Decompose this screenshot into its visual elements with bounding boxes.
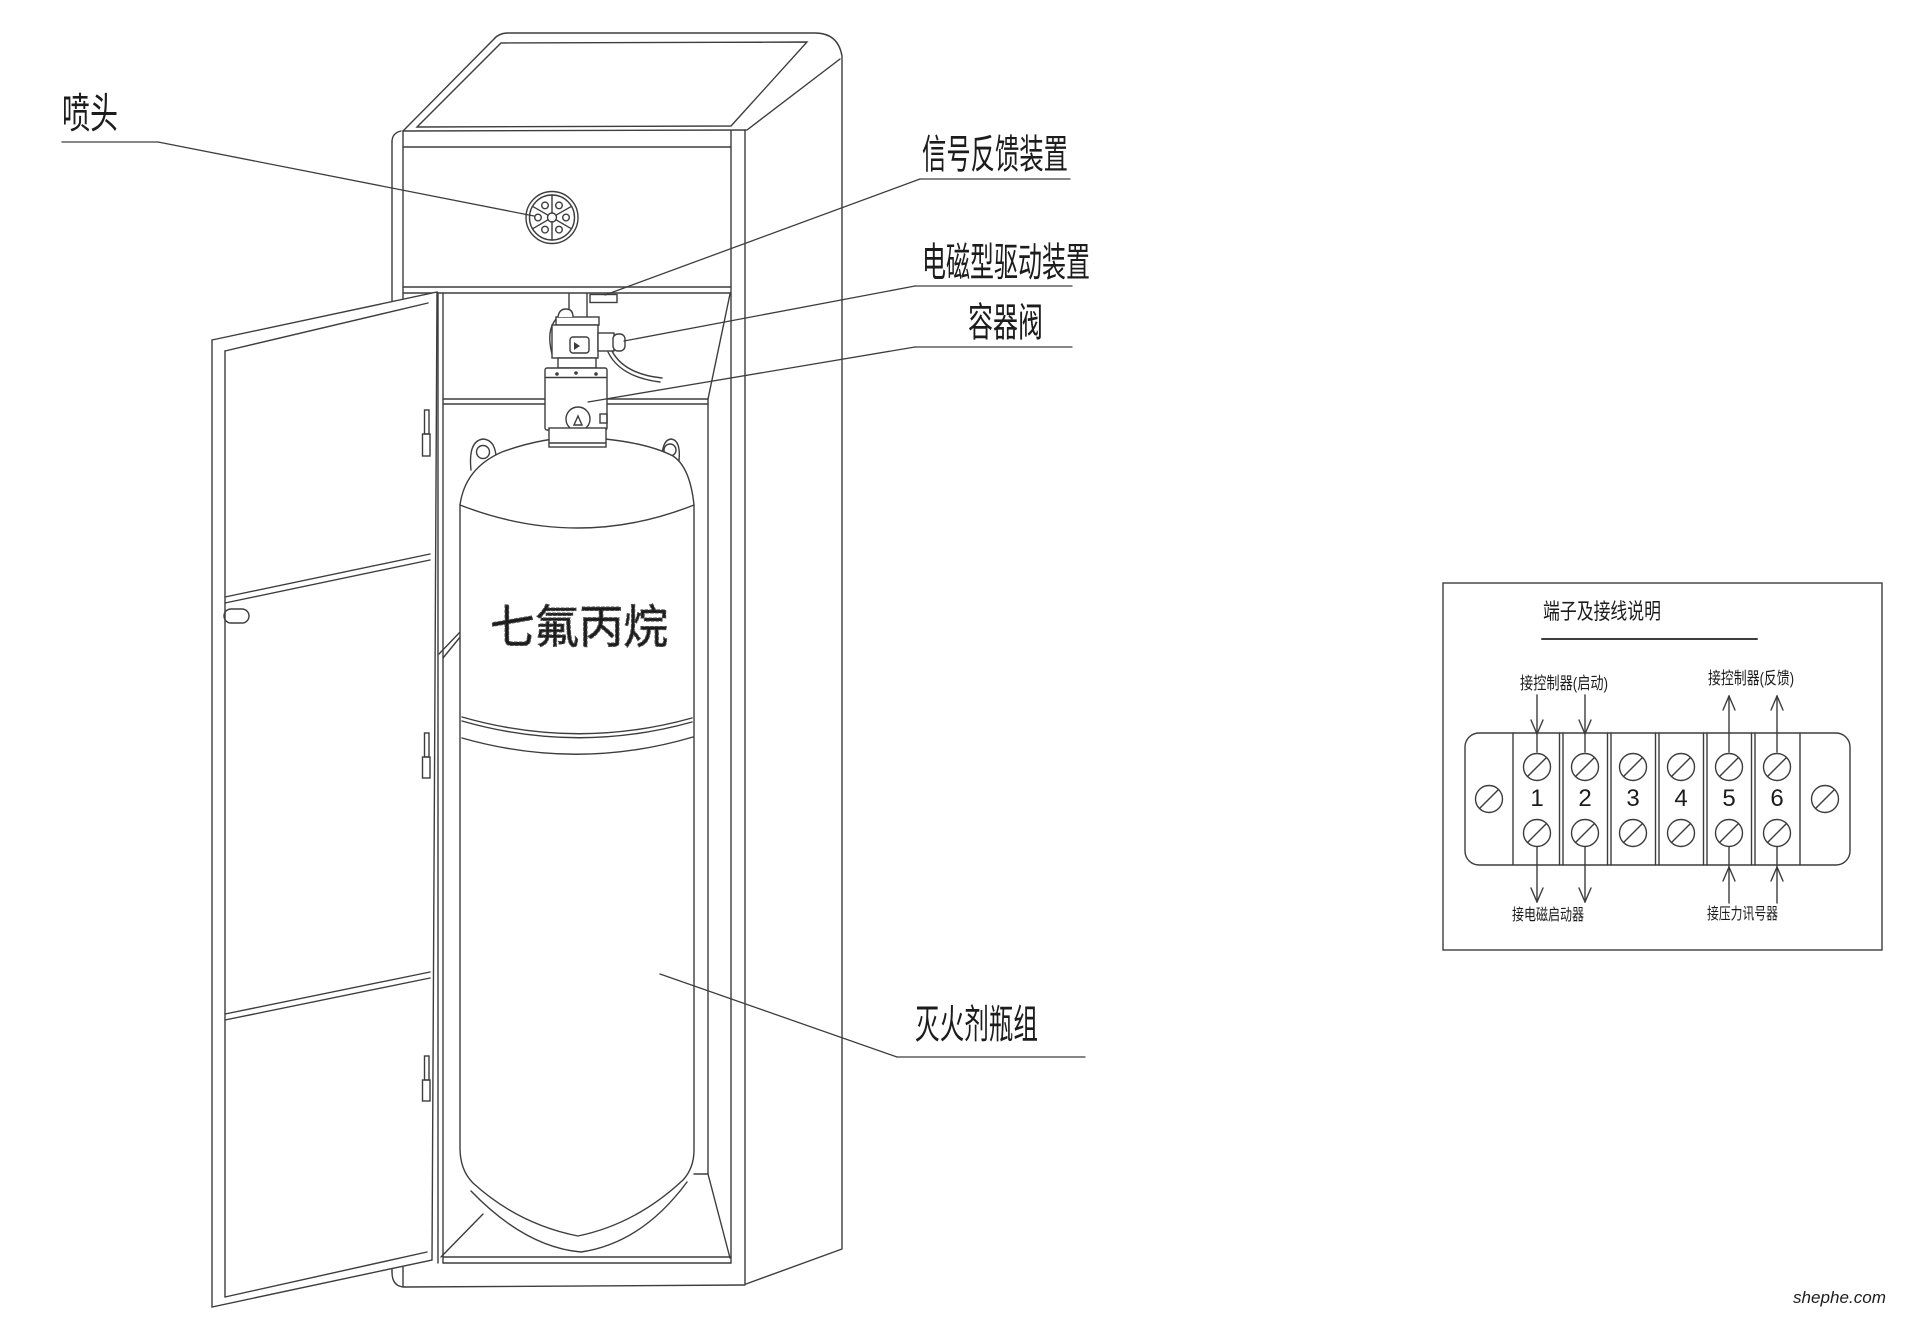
- leader-container-valve: [587, 346, 916, 403]
- terminal-numbers: 1 2 3 4 5 6: [1530, 785, 1783, 812]
- valve-assembly: [544, 293, 663, 448]
- label-controller-start: 接控制器(启动): [1520, 674, 1608, 693]
- door-panel-divider: [224, 553, 431, 598]
- terminal-screw: [1810, 784, 1840, 814]
- terminal-number: 2: [1578, 785, 1591, 812]
- cylinder-strap: [438, 630, 462, 655]
- door-hinge: [421, 1055, 431, 1102]
- door-hinge: [421, 732, 431, 779]
- nozzle-icon: [525, 190, 579, 245]
- label-solenoid-actuator: 接电磁启动器: [1512, 906, 1584, 924]
- terminal-number: 5: [1722, 785, 1735, 812]
- site-watermark: shephe.com: [1793, 1288, 1886, 1307]
- door-panel-divider: [224, 971, 431, 1015]
- signal-feedback-device: [589, 293, 618, 304]
- leader-agent-cylinder-group: [659, 973, 898, 1058]
- solenoid-cap: [555, 316, 600, 326]
- leader-nozzle: [157, 141, 535, 217]
- terminal-panel-frame: [1442, 582, 1883, 951]
- terminal-separators: [1558, 732, 1756, 866]
- terminal-number: 1: [1530, 785, 1543, 812]
- terminal-number: 3: [1626, 785, 1639, 812]
- solenoid-cable: [611, 350, 663, 379]
- label-solenoid-drive: 电磁型驱动装置: [922, 241, 1090, 285]
- cabinet-top-outline: [402, 32, 843, 1249]
- cabinet-door: [211, 291, 438, 1308]
- terminal-panel-title: 端子及接线说明: [1543, 599, 1661, 624]
- cylinder-body: [459, 436, 695, 1237]
- arrows-solenoid-actuator: [1530, 846, 1592, 903]
- terminal-wiring-panel: 端子及接线说明 接控制器(启动) 接控制器(反馈): [1442, 582, 1883, 951]
- door-hinge: [421, 409, 431, 457]
- label-agent-cylinder-group: 灭火剂瓶组: [915, 1003, 1038, 1047]
- label-container-valve: 容器阀: [968, 301, 1043, 345]
- label-controller-feedback: 接控制器(反馈): [1708, 669, 1794, 688]
- label-pressure-signal: 接压力讯号器: [1707, 905, 1778, 923]
- cylinder-foot-ring: [470, 1181, 688, 1253]
- leader-solenoid-drive: [623, 285, 916, 342]
- door-handle: [223, 608, 250, 624]
- cabinet-bottom-right-diagonal: [745, 1248, 843, 1285]
- cylinder-neck-ring: [548, 427, 607, 448]
- cabinet-top-inner-panel: [415, 41, 809, 128]
- cabinet-top-right-edge: [746, 58, 841, 131]
- agent-cylinder: 七氟丙烷: [459, 436, 695, 1253]
- arrows-controller-feedback: [1722, 695, 1784, 753]
- cylinder-marking-text: 七氟丙烷: [490, 601, 668, 653]
- terminal-strip: [1464, 732, 1851, 866]
- solenoid-lever-wire: [549, 318, 557, 355]
- door-panel: [211, 291, 438, 1308]
- solenoid-connector: [597, 332, 615, 352]
- terminal-number: 4: [1674, 785, 1687, 812]
- cylinder-band: [461, 716, 693, 735]
- terminal-number: 6: [1770, 785, 1783, 812]
- arrows-pressure-signal: [1722, 846, 1784, 904]
- label-nozzle: 喷头: [62, 90, 118, 137]
- cabinet-bottom-edge: [404, 1284, 746, 1288]
- terminal-screws-top: [1522, 752, 1792, 782]
- label-signal-feedback: 信号反馈装置: [922, 133, 1068, 177]
- arrows-controller-start: [1530, 694, 1592, 753]
- callouts: 喷头 信号反馈装置 电磁型驱动装置 容器阀 灭火剂瓶组: [61, 90, 1090, 1058]
- leader-signal-feedback: [604, 178, 921, 296]
- terminal-screw: [1474, 784, 1504, 814]
